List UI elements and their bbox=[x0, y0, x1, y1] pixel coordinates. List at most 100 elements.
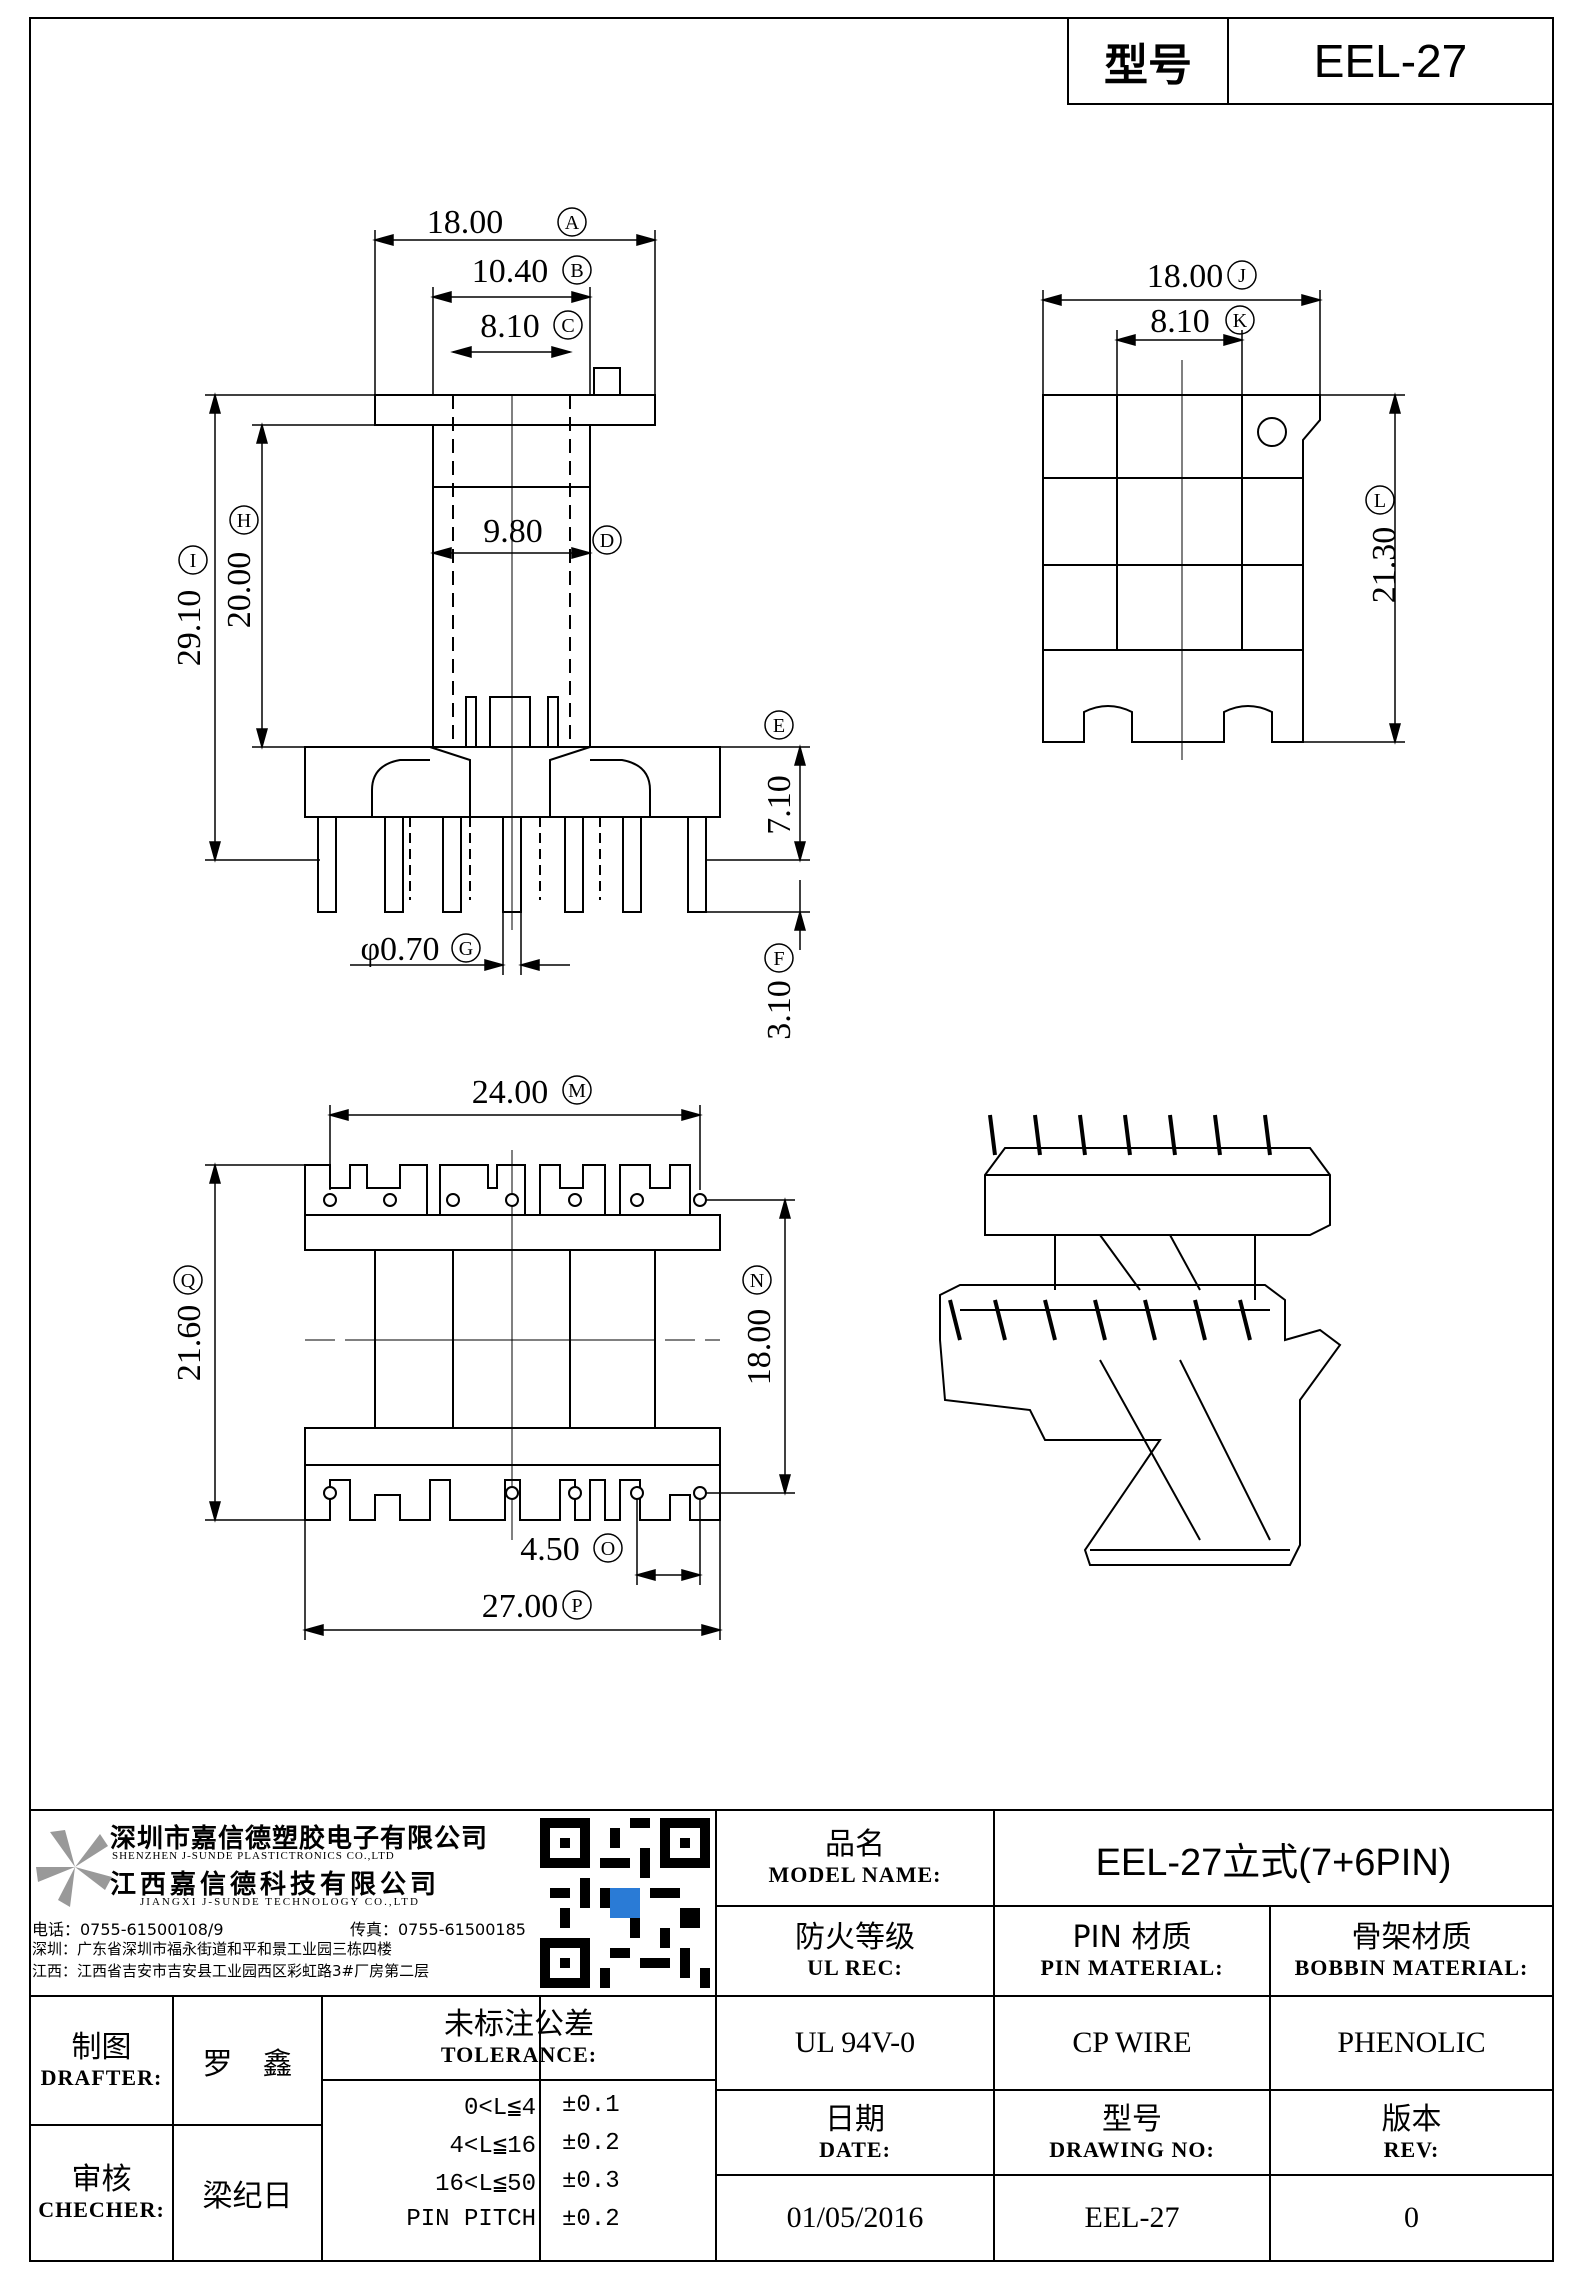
dim-M: 24.00 bbox=[472, 1074, 549, 1111]
company-fax: 传真：0755-61500185 bbox=[350, 1920, 526, 1939]
side-view-dimensions bbox=[1040, 290, 1405, 745]
svg-text:A: A bbox=[565, 212, 580, 234]
company-name-en-2: JIANGXI J-SUNDE TECHNOLOGY CO.,LTD bbox=[140, 1896, 420, 1908]
svg-text:Q: Q bbox=[181, 1270, 196, 1292]
tolerance-range: 0<L≦4 bbox=[463, 2095, 536, 2122]
front-view-dimensions bbox=[205, 230, 810, 975]
front-view bbox=[304, 367, 721, 930]
svg-text:C: C bbox=[561, 315, 574, 337]
dim-B: 10.40 bbox=[472, 253, 549, 290]
tolerance-value: ±0.1 bbox=[562, 2092, 620, 2119]
svg-text:B: B bbox=[570, 260, 583, 282]
type-label: 型号 bbox=[1104, 40, 1192, 91]
drawing-no-label: 型号 DRAWING NO: bbox=[1049, 2101, 1215, 2162]
bobbin-material-value: PHENOLIC bbox=[1337, 2026, 1486, 2059]
circle-D: D bbox=[592, 525, 622, 555]
company-name-cn-2: 江西嘉信德科技有限公司 bbox=[110, 1870, 441, 1900]
dim-C: 8.10 bbox=[480, 308, 540, 345]
date-value: 01/05/2016 bbox=[786, 2201, 924, 2234]
tolerance-value: ±0.2 bbox=[562, 2206, 620, 2233]
svg-text:G: G bbox=[459, 938, 473, 960]
bottom-view bbox=[304, 1150, 721, 1540]
svg-text:H: H bbox=[237, 510, 251, 532]
circle-N: N bbox=[742, 1265, 772, 1295]
svg-text:N: N bbox=[750, 1270, 764, 1292]
circle-F: F bbox=[764, 943, 794, 973]
svg-text:P: P bbox=[571, 1595, 582, 1617]
circle-H: H bbox=[229, 505, 259, 535]
rev-label: 版本 REV: bbox=[1381, 2101, 1442, 2162]
dim-G: φ0.70 bbox=[360, 931, 439, 968]
circle-I: I bbox=[178, 545, 208, 575]
ul-rec-label: 防火等级 UL REC: bbox=[795, 1920, 915, 1981]
circle-A: A bbox=[557, 207, 587, 237]
dim-H: 20.00 bbox=[221, 552, 258, 629]
company-block: 深圳市嘉信德塑胶电子有限公司 SHENZHEN J-SUNDE PLASTICT… bbox=[30, 1810, 550, 1996]
tolerance-range: 4<L≦16 bbox=[449, 2133, 536, 2160]
tolerance-range: 16<L≦50 bbox=[435, 2171, 536, 2198]
company-logo-icon bbox=[36, 1830, 112, 1907]
pin-material-value: CP WIRE bbox=[1072, 2026, 1192, 2059]
tolerance-label: 未标注公差 TOLERANCE: bbox=[440, 2007, 598, 2068]
dim-N: 18.00 bbox=[741, 1309, 778, 1386]
circle-M: M bbox=[562, 1075, 592, 1105]
checker-label: 审核 CHECHER: bbox=[38, 2162, 165, 2223]
rev-value: 0 bbox=[1404, 2201, 1419, 2234]
company-address-jiangxi: 江西：江西省吉安市吉安县工业园西区彩虹路3#厂房第二层 bbox=[32, 1962, 430, 1980]
svg-text:D: D bbox=[600, 530, 614, 552]
model-name-value: EEL-27立式(7+6PIN) bbox=[1095, 1841, 1452, 1884]
sheet-border bbox=[29, 17, 1554, 2262]
dim-K: 8.10 bbox=[1150, 303, 1210, 340]
dim-J: 18.00 bbox=[1147, 258, 1224, 295]
company-name-en-1: SHENZHEN J-SUNDE PLASTICTRONICS CO.,LTD bbox=[112, 1850, 395, 1862]
dim-A: 18.00 bbox=[427, 204, 504, 241]
circle-O: O bbox=[593, 1533, 623, 1563]
tolerance-value: ±0.3 bbox=[562, 2168, 620, 2195]
tolerance-value: ±0.2 bbox=[562, 2130, 620, 2157]
circle-C: C bbox=[553, 310, 583, 340]
type-value: EEL-27 bbox=[1313, 35, 1468, 87]
dim-E: 7.10 bbox=[761, 775, 798, 835]
title-block-grid bbox=[30, 1810, 1553, 2261]
dim-O: 4.50 bbox=[520, 1531, 580, 1568]
circle-P: P bbox=[562, 1590, 592, 1620]
circle-B: B bbox=[562, 255, 592, 285]
type-box bbox=[1067, 17, 1554, 105]
ul-rec-value: UL 94V-0 bbox=[794, 2026, 916, 2059]
dim-I: 29.10 bbox=[171, 590, 208, 667]
svg-text:I: I bbox=[190, 550, 197, 572]
drafter-value: 罗 鑫 bbox=[202, 2046, 293, 2082]
bobbin-material-label: 骨架材质 BOBBIN MATERIAL: bbox=[1294, 1920, 1529, 1981]
drawing-no-value: EEL-27 bbox=[1084, 2201, 1180, 2234]
svg-text:F: F bbox=[773, 948, 784, 970]
tolerance-range: PIN PITCH bbox=[406, 2206, 536, 2233]
tolerance-table: 0<L≦4 ±0.1 4<L≦16 ±0.2 16<L≦50 ±0.3 PIN … bbox=[322, 2088, 716, 2258]
side-view bbox=[1042, 360, 1321, 760]
qr-code-icon bbox=[540, 1818, 710, 1988]
dim-D: 9.80 bbox=[483, 513, 543, 550]
svg-text:K: K bbox=[1233, 310, 1248, 332]
date-label: 日期 DATE: bbox=[819, 2101, 891, 2162]
company-address-shenzhen: 深圳：广东省深圳市福永街道和平和景工业园三栋四楼 bbox=[32, 1940, 393, 1958]
svg-text:L: L bbox=[1374, 490, 1386, 512]
circle-G: G bbox=[451, 933, 481, 963]
circle-Q: Q bbox=[173, 1265, 203, 1295]
circle-J: J bbox=[1227, 260, 1257, 290]
drafter-label: 制图 DRAFTER: bbox=[40, 2029, 163, 2090]
pin-material-label: PIN 材质 PIN MATERIAL: bbox=[1040, 1920, 1224, 1981]
dim-L: 21.30 bbox=[1366, 527, 1403, 604]
svg-text:J: J bbox=[1238, 265, 1246, 287]
dim-F: 3.10 bbox=[761, 980, 798, 1040]
svg-text:M: M bbox=[568, 1080, 586, 1102]
dim-P: 27.00 bbox=[482, 1588, 559, 1625]
company-name-cn-1: 深圳市嘉信德塑胶电子有限公司 bbox=[110, 1824, 489, 1854]
checker-value: 梁纪日 bbox=[202, 2179, 293, 2214]
dim-Q: 21.60 bbox=[171, 1305, 208, 1382]
svg-text:E: E bbox=[773, 715, 785, 737]
circle-L: L bbox=[1365, 485, 1395, 515]
svg-text:O: O bbox=[601, 1538, 615, 1560]
circle-E: E bbox=[764, 710, 794, 740]
model-name-label: 品名 MODEL NAME: bbox=[768, 1827, 942, 1888]
bottom-view-dimensions bbox=[205, 1105, 795, 1640]
